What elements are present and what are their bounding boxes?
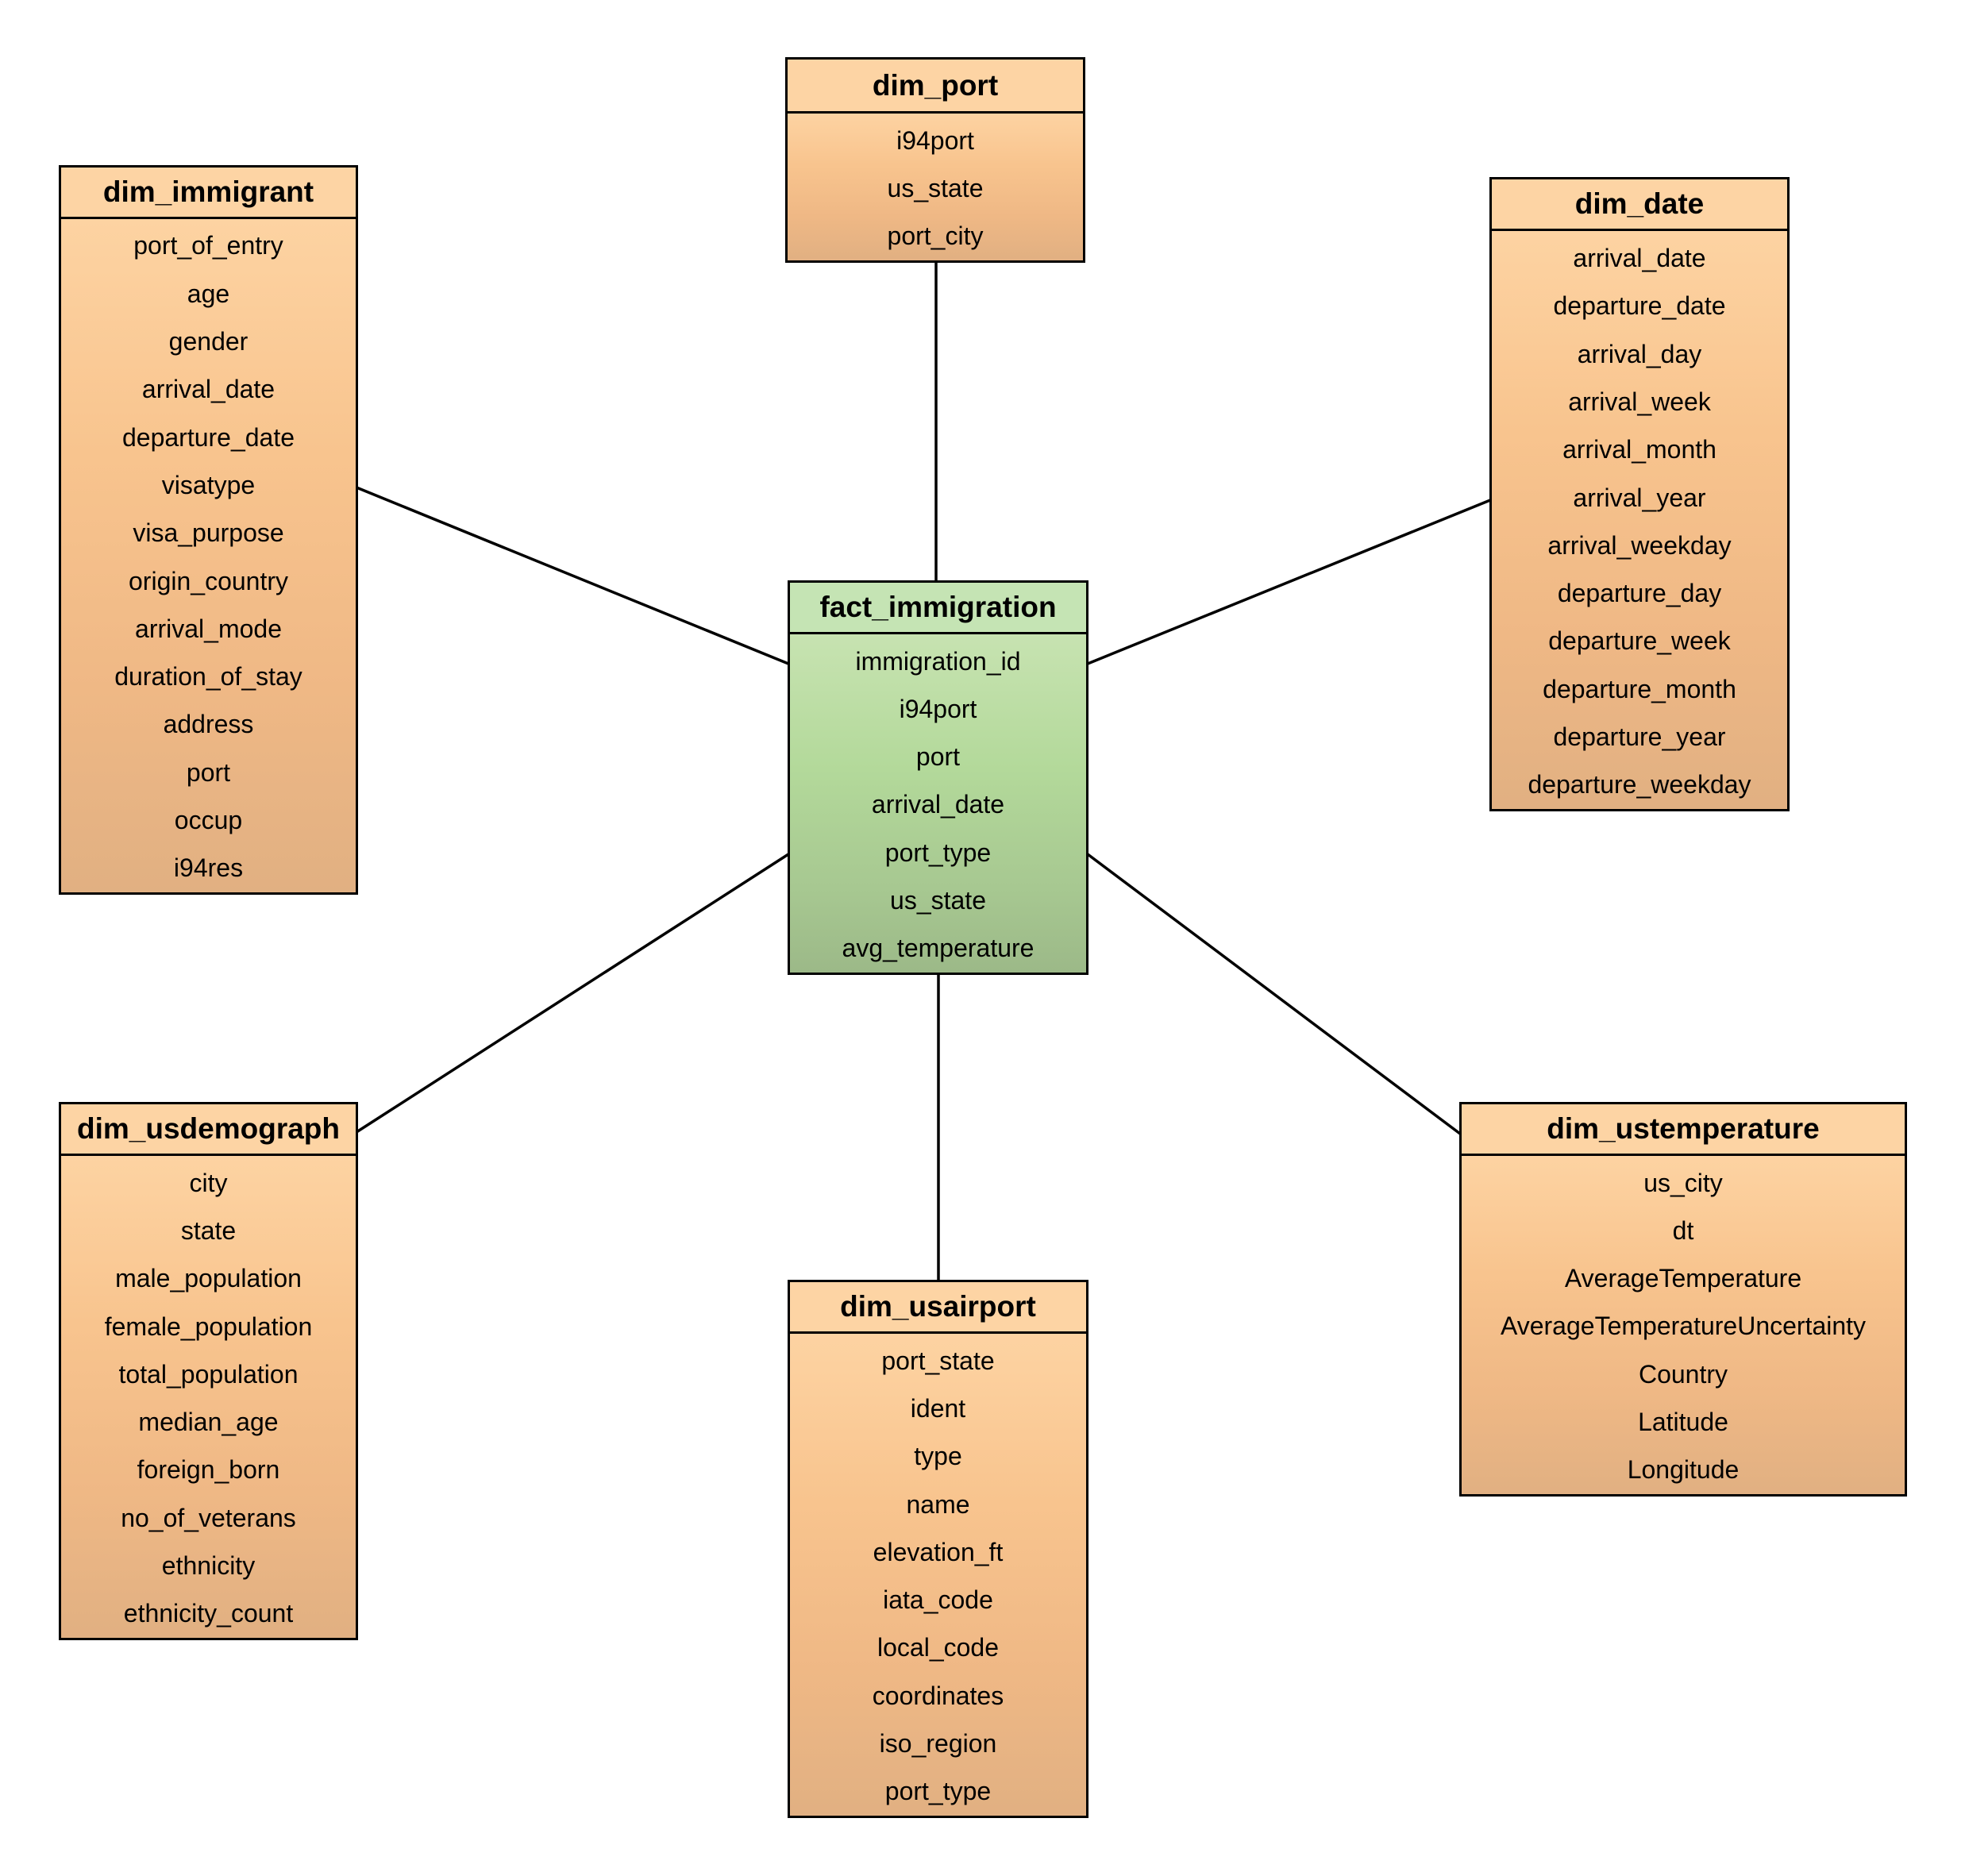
- field-row: i94port: [899, 694, 977, 723]
- field-row: ethnicity: [161, 1551, 256, 1581]
- field-row: type: [914, 1442, 962, 1471]
- field-row: us_city: [1643, 1168, 1723, 1197]
- field-row: state: [180, 1215, 237, 1245]
- field-row: avg_temperature: [842, 934, 1035, 963]
- field-row: total_population: [118, 1359, 299, 1389]
- link-fact-to-dim-immigrant: [356, 486, 789, 665]
- field-row: arrival_day: [1577, 339, 1702, 368]
- field-list: i94port us_state port_city: [788, 114, 1083, 260]
- field-row: iata_code: [883, 1585, 993, 1615]
- field-row: arrival_month: [1562, 435, 1716, 464]
- field-row: us_state: [890, 886, 986, 915]
- field-row: Longitude: [1627, 1455, 1740, 1485]
- field-row: departure_month: [1543, 674, 1736, 703]
- table-title: dim_immigrant: [61, 168, 356, 219]
- field-row: immigration_id: [855, 646, 1021, 676]
- table-title: fact_immigration: [790, 583, 1086, 634]
- field-row: departure_year: [1553, 722, 1726, 752]
- field-row: dt: [1672, 1215, 1694, 1245]
- field-row: departure_week: [1548, 626, 1731, 656]
- table-fact-immigration[interactable]: fact_immigration immigration_id i94port po…: [788, 580, 1088, 975]
- field-row: port_of_entry: [133, 231, 283, 260]
- field-row: ethnicity_count: [123, 1599, 294, 1628]
- field-row: local_code: [877, 1633, 999, 1662]
- field-row: address: [163, 710, 254, 739]
- table-title: dim_port: [788, 60, 1083, 114]
- field-row: iso_region: [879, 1729, 997, 1759]
- field-row: port: [186, 757, 231, 787]
- field-row: no_of_veterans: [121, 1503, 296, 1532]
- link-fact-to-dim-ustemperature: [1086, 853, 1462, 1135]
- field-row: arrival_date: [1573, 244, 1706, 273]
- field-row: origin_country: [129, 566, 288, 595]
- field-row: foreign_born: [137, 1455, 280, 1485]
- field-row: port_type: [884, 838, 992, 867]
- table-title: dim_date: [1492, 179, 1787, 232]
- field-list: city state male_population female_populatio…: [61, 1156, 356, 1638]
- field-row: port_city: [887, 221, 984, 251]
- table-title: dim_ustemperature: [1462, 1104, 1905, 1156]
- field-row: gender: [168, 327, 249, 356]
- field-row: us_state: [887, 174, 984, 203]
- field-row: Latitude: [1638, 1408, 1728, 1437]
- table-dim-port[interactable]: dim_port i94port us_state port_city: [785, 57, 1085, 263]
- link-fact-to-dim-usdemograph: [356, 853, 789, 1134]
- field-row: female_population: [104, 1312, 313, 1341]
- field-row: duration_of_stay: [114, 662, 302, 691]
- field-row: arrival_mode: [135, 614, 282, 643]
- field-row: arrival_week: [1568, 387, 1711, 416]
- field-row: occup: [174, 806, 243, 835]
- field-row: departure_date: [121, 422, 295, 452]
- field-row: visatype: [161, 470, 256, 499]
- field-row: median_age: [138, 1408, 279, 1437]
- field-row: arrival_date: [141, 375, 275, 404]
- field-row: arrival_year: [1573, 483, 1706, 512]
- field-row: i94port: [896, 125, 974, 155]
- field-row: age: [187, 279, 230, 308]
- field-row: city: [189, 1168, 228, 1197]
- field-row: visa_purpose: [133, 518, 284, 548]
- field-row: i94res: [173, 853, 244, 883]
- field-row: AverageTemperature: [1564, 1264, 1802, 1293]
- field-row: port: [915, 742, 961, 772]
- field-row: arrival_weekday: [1547, 530, 1732, 560]
- field-row: elevation_ft: [873, 1537, 1004, 1566]
- field-row: port_type: [884, 1777, 992, 1806]
- table-title: dim_usdemograph: [61, 1104, 356, 1157]
- field-row: Country: [1638, 1359, 1728, 1389]
- field-row: departure_day: [1557, 579, 1722, 608]
- table-dim-usdemograph[interactable]: dim_usdemograph city state male_population…: [59, 1102, 358, 1640]
- field-row: arrival_date: [871, 790, 1005, 819]
- field-row: port_state: [881, 1346, 995, 1375]
- field-row: name: [906, 1489, 970, 1519]
- field-row: ident: [910, 1393, 966, 1423]
- link-fact-to-dim-date: [1087, 499, 1491, 665]
- field-row: AverageTemperatureUncertainty: [1500, 1312, 1867, 1341]
- field-row: departure_date: [1553, 291, 1726, 321]
- table-title: dim_usairport: [790, 1282, 1086, 1335]
- field-row: male_population: [115, 1264, 302, 1293]
- field-row: departure_weekday: [1528, 770, 1751, 799]
- field-row: coordinates: [872, 1681, 1004, 1710]
